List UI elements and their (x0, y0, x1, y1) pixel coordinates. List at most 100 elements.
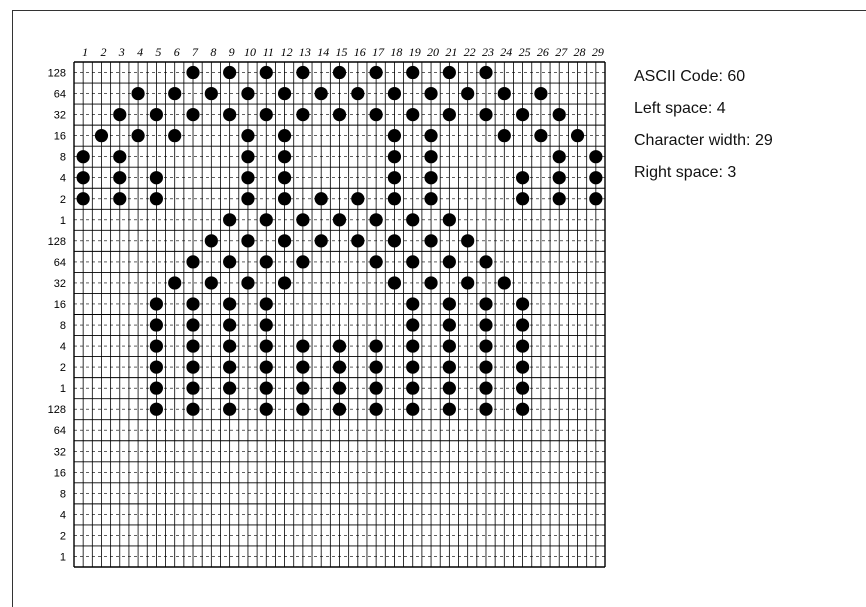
row-bit-label: 16 (54, 131, 66, 143)
matrix-dot (150, 192, 163, 205)
matrix-dot (443, 213, 456, 226)
matrix-dot (498, 87, 511, 100)
matrix-dot (406, 339, 419, 352)
row-bit-label: 8 (60, 320, 66, 332)
matrix-dot (516, 192, 529, 205)
matrix-dot (406, 66, 419, 79)
row-bit-label: 2 (60, 530, 66, 542)
matrix-dot (260, 361, 273, 374)
column-number: 13 (299, 45, 311, 59)
matrix-dot (406, 213, 419, 226)
matrix-dot (333, 382, 346, 395)
matrix-dot (388, 129, 401, 142)
matrix-dot (186, 108, 199, 121)
matrix-dot (443, 66, 456, 79)
matrix-dot (296, 108, 309, 121)
matrix-dot (424, 171, 437, 184)
matrix-dot (370, 403, 383, 416)
column-number: 26 (537, 45, 549, 59)
matrix-dot (351, 234, 364, 247)
matrix-dot (223, 255, 236, 268)
matrix-dot (205, 87, 218, 100)
matrix-dot (131, 129, 144, 142)
matrix-dot (223, 361, 236, 374)
matrix-dot (424, 276, 437, 289)
matrix-dot (424, 234, 437, 247)
matrix-dot (77, 150, 90, 163)
row-bit-label: 32 (54, 278, 66, 290)
matrix-dot (388, 234, 401, 247)
matrix-dot (223, 339, 236, 352)
matrix-dot (113, 192, 126, 205)
column-number: 22 (464, 45, 476, 59)
matrix-dot (260, 66, 273, 79)
row-bit-label: 32 (54, 446, 66, 458)
matrix-dot (443, 297, 456, 310)
matrix-dot (516, 318, 529, 331)
matrix-dot (260, 339, 273, 352)
row-bit-label: 8 (60, 488, 66, 500)
matrix-dot (260, 318, 273, 331)
matrix-dot (333, 361, 346, 374)
matrix-dot (406, 108, 419, 121)
matrix-dot (241, 234, 254, 247)
matrix-dot (95, 129, 108, 142)
matrix-dot (241, 276, 254, 289)
matrix-dot (186, 66, 199, 79)
matrix-dot (315, 192, 328, 205)
column-number: 29 (592, 45, 604, 59)
matrix-dot (479, 255, 492, 268)
matrix-dot (315, 234, 328, 247)
matrix-dot (186, 403, 199, 416)
matrix-dot (516, 382, 529, 395)
matrix-dot (589, 150, 602, 163)
column-number: 4 (137, 45, 143, 59)
matrix-dot (278, 87, 291, 100)
matrix-dot (534, 129, 547, 142)
column-number: 7 (192, 45, 199, 59)
matrix-dot (589, 192, 602, 205)
matrix-dot (406, 297, 419, 310)
matrix-dot (260, 382, 273, 395)
row-bit-label: 1 (60, 215, 66, 227)
column-number: 1 (82, 45, 88, 59)
matrix-dot (406, 318, 419, 331)
column-number: 23 (482, 45, 494, 59)
matrix-dot (516, 403, 529, 416)
matrix-dot (388, 150, 401, 163)
row-bit-label: 4 (60, 173, 66, 185)
matrix-dot (223, 297, 236, 310)
matrix-dot (479, 318, 492, 331)
matrix-dot (241, 171, 254, 184)
right-space-label: Right space: 3 (634, 164, 736, 182)
matrix-dot (296, 255, 309, 268)
matrix-dot (461, 234, 474, 247)
matrix-dot (333, 66, 346, 79)
matrix-dot (296, 66, 309, 79)
matrix-dot (296, 403, 309, 416)
column-number: 24 (500, 45, 512, 59)
column-number: 25 (519, 45, 531, 59)
matrix-dot (553, 171, 566, 184)
matrix-dot (333, 403, 346, 416)
row-bit-label: 128 (48, 404, 66, 416)
matrix-dot (223, 318, 236, 331)
matrix-dot (333, 213, 346, 226)
column-number: 10 (244, 45, 256, 59)
matrix-dot (296, 382, 309, 395)
matrix-dot (406, 255, 419, 268)
matrix-dot (150, 108, 163, 121)
matrix-dot (424, 150, 437, 163)
matrix-dot (424, 87, 437, 100)
ascii-code-label: ASCII Code: 60 (634, 68, 745, 86)
row-bit-label: 4 (60, 509, 66, 521)
matrix-dot (443, 255, 456, 268)
column-number: 27 (555, 45, 568, 59)
matrix-dot (443, 382, 456, 395)
matrix-dot (223, 213, 236, 226)
dot-matrix-grid (74, 62, 605, 567)
matrix-dot (479, 108, 492, 121)
matrix-dot (370, 213, 383, 226)
